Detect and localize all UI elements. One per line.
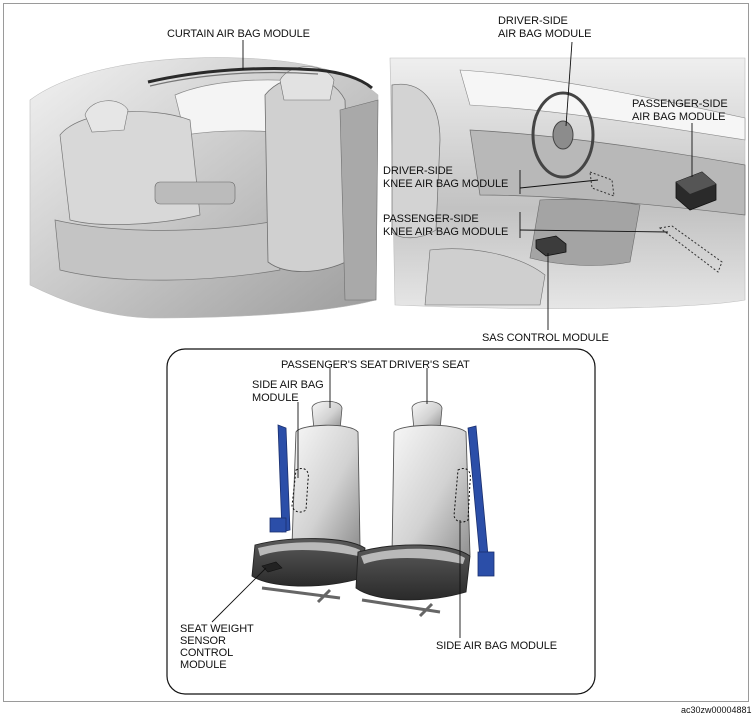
- front-interior-illustration: [389, 57, 746, 309]
- label-line: SEAT WEIGHT: [180, 623, 254, 635]
- label-sas-control-module: SAS CONTROL MODULE: [482, 332, 609, 344]
- label-line: PASSENGER-SIDE: [632, 98, 728, 110]
- drivers-seat-illustration: [355, 400, 495, 618]
- rear-interior-illustration: [29, 57, 379, 319]
- label-seat-weight-sensor-control-module: SEAT WEIGHT SENSOR CONTROL MODULE: [180, 623, 256, 671]
- label-passengers-seat: PASSENGER'S SEAT: [281, 359, 388, 371]
- label-line: MODULE: [180, 659, 226, 671]
- label-side-air-bag-module-right: SIDE AIR BAG MODULE: [436, 640, 557, 652]
- label-passenger-side-knee-air-bag-module: PASSENGER-SIDE KNEE AIR BAG MODULE: [383, 213, 508, 238]
- seats-inset-box: [166, 348, 596, 695]
- label-driver-side-air-bag-module: DRIVER-SIDE AIR BAG MODULE: [498, 15, 591, 40]
- label-side-air-bag-module-left: SIDE AIR BAG MODULE: [252, 379, 327, 404]
- label-line: CONTROL: [180, 647, 233, 659]
- label-line: KNEE AIR BAG MODULE: [383, 178, 508, 190]
- label-line: DRIVER-SIDE: [383, 165, 453, 177]
- label-line: SENSOR: [180, 635, 226, 647]
- leader-lines: [211, 40, 693, 638]
- label-line: MODULE: [252, 392, 298, 404]
- label-line: PASSENGER-SIDE: [383, 213, 479, 225]
- label-line: AIR BAG MODULE: [632, 111, 725, 123]
- label-line: KNEE AIR BAG MODULE: [383, 226, 508, 238]
- passengers-seat-illustration: [251, 400, 366, 604]
- figure-frame: [3, 3, 749, 702]
- label-driver-side-knee-air-bag-module: DRIVER-SIDE KNEE AIR BAG MODULE: [383, 165, 508, 190]
- label-line: SIDE AIR BAG: [252, 379, 324, 391]
- figure-code: ac30zw00004881: [681, 705, 752, 715]
- label-line: AIR BAG MODULE: [498, 28, 591, 40]
- label-drivers-seat: DRIVER'S SEAT: [389, 359, 470, 371]
- label-curtain-air-bag-module: CURTAIN AIR BAG MODULE: [167, 28, 310, 40]
- label-line: DRIVER-SIDE: [498, 15, 568, 27]
- label-passenger-side-air-bag-module: PASSENGER-SIDE AIR BAG MODULE: [632, 98, 731, 123]
